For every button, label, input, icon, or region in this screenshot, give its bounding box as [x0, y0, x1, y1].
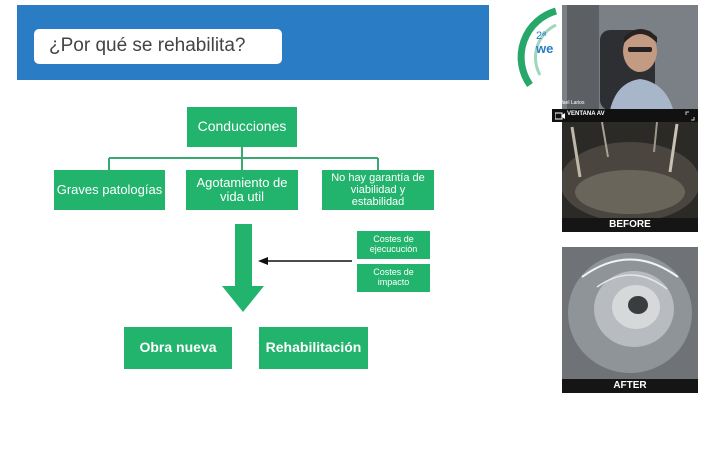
participant-name: Rafael Larios [555, 100, 585, 106]
before-caption: BEFORE [562, 218, 698, 232]
diagram-cause-graves: Graves patologías [54, 170, 165, 210]
video-label-bar [552, 109, 698, 122]
logo-arc-icon: 2ª we [517, 7, 558, 88]
diagram-outcome-obra-nueva: Obra nueva [124, 327, 232, 369]
video-bar-label: VENTANA AV [567, 111, 605, 117]
diagram-cause-no-garantia: No hay garantía de viabilidad y estabili… [322, 170, 434, 210]
diagram-outcome-rehabilitacion: Rehabilitación [259, 327, 368, 369]
event-logo: 2ª we [500, 5, 562, 95]
slide-title: ¿Por qué se rehabilita? [34, 29, 282, 64]
cost-arrow-head [258, 257, 268, 265]
diagram-connectors [108, 147, 379, 312]
participant-avatar-icon [562, 5, 698, 122]
photo-after: AFTER [562, 247, 698, 393]
down-arrow [222, 224, 264, 312]
diagram-cost-impacto: Costes de impacto [357, 264, 430, 292]
after-caption: AFTER [562, 379, 698, 393]
photo-before: BEFORE [562, 122, 698, 232]
expand-icon[interactable] [685, 111, 695, 121]
diagram-root-conducciones: Conducciones [187, 107, 297, 147]
pipe-before-image [562, 122, 698, 222]
logo-text: 2ª [536, 30, 547, 42]
participant-video[interactable] [562, 5, 698, 122]
presentation-slide: ¿Por qué se rehabilita? Conducciones Gra… [17, 5, 489, 369]
pipe-after-image [562, 247, 698, 379]
svg-text:we: we [535, 41, 553, 56]
diagram-cost-ejecucion: Costes de ejecucución [357, 231, 430, 259]
camera-icon [555, 112, 565, 120]
diagram-cause-agotamiento: Agotamiento de vida util [186, 170, 298, 210]
